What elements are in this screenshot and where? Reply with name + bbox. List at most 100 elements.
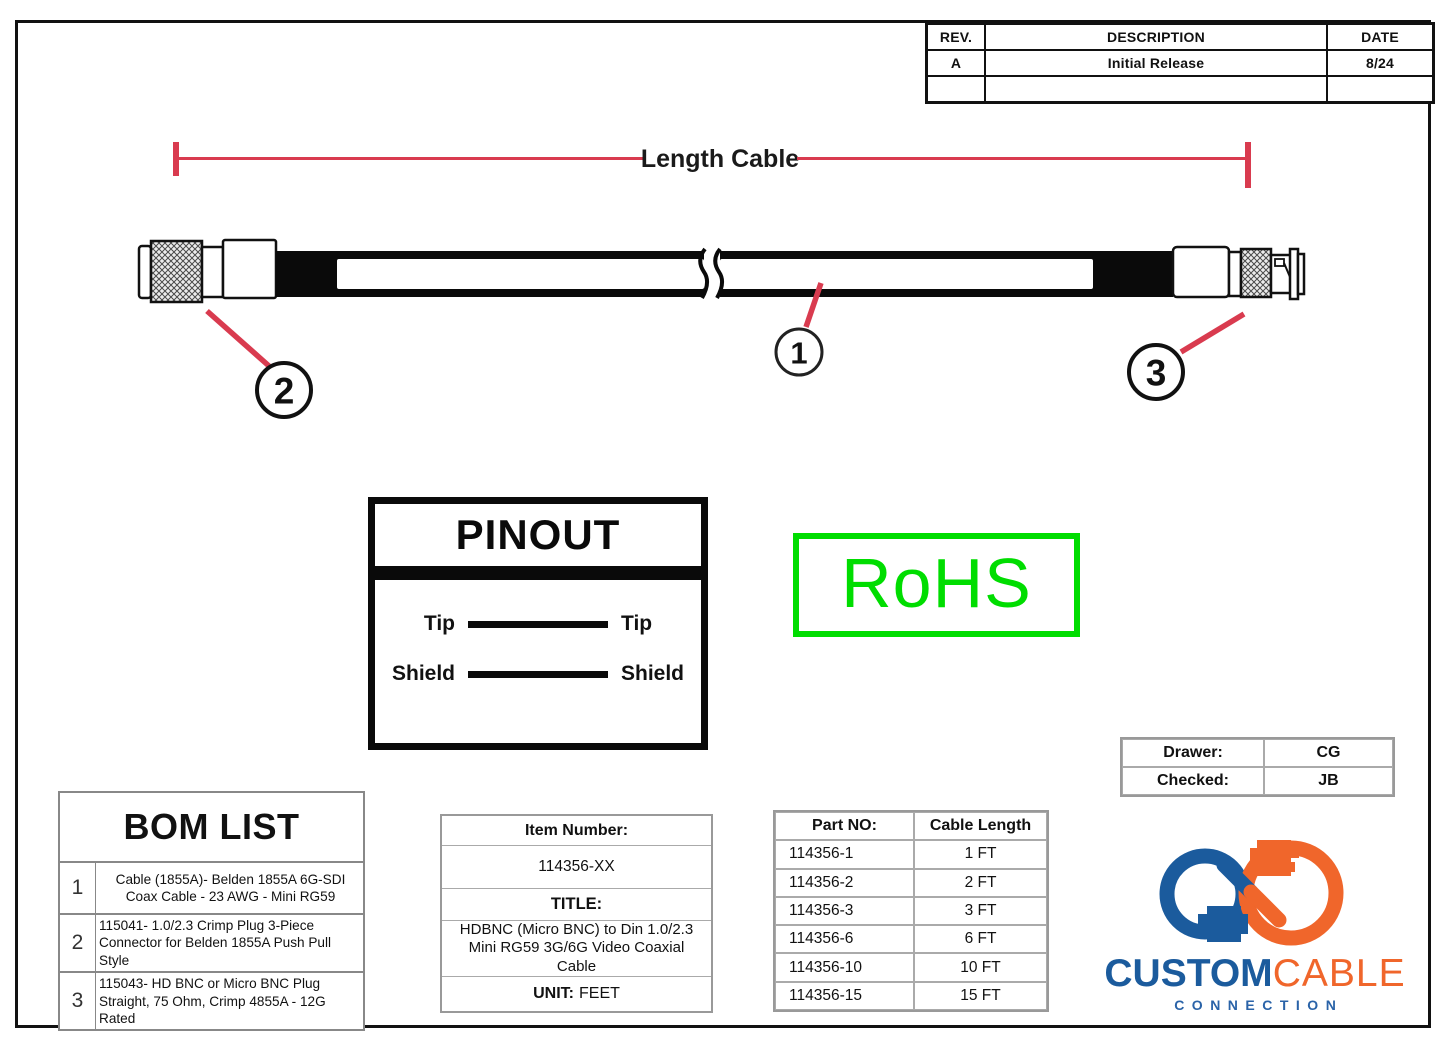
unit-label: UNIT: (533, 985, 574, 1002)
cable-length-header: Cable Length (914, 812, 1047, 841)
pinout-box: PINOUT Tip Tip Shield Shield (368, 497, 708, 750)
rohs-label: RoHS (841, 544, 1032, 622)
callout-2-number: 2 (274, 371, 295, 412)
company-logo: CUSTOM CABLE CONNECTION (1085, 834, 1425, 1022)
drawer-label: Drawer: (1122, 739, 1264, 767)
item-number-label: Item Number: (442, 816, 711, 846)
rev-row-description: Initial Release (985, 50, 1327, 76)
cable-length-cell: 15 FT (914, 981, 1047, 1011)
part-table-row: 114356-6 6 FT (775, 925, 1047, 954)
bom-item-2-description: 115041- 1.0/2.3 Crimp Plug 3-Piece Conne… (99, 918, 332, 968)
callout-3-circle (1127, 343, 1185, 401)
bnc-connector-drawing (1171, 245, 1306, 301)
sheet-border-frame (15, 20, 1431, 1028)
dimension-line-left (179, 157, 643, 160)
approval-table: Drawer: CG Checked: JB (1120, 737, 1395, 797)
item-number-value: 114356-XX (442, 846, 711, 889)
bom-item-3-description: 115043- HD BNC or Micro BNC Plug Straigh… (99, 976, 326, 1026)
leader-line-2 (205, 308, 271, 369)
rev-header-description: DESCRIPTION (985, 24, 1327, 50)
part-number-table: Part NO: Cable Length 114356-1 1 FT 1143… (773, 810, 1049, 1013)
pinout-row-shield: Shield Shield (375, 662, 701, 686)
revision-table: REV. DESCRIPTION DATE A Initial Release … (925, 22, 1435, 104)
callouts: 2 1 3 (255, 327, 1185, 419)
pinout-shield-wire (468, 670, 608, 678)
cable-length-cell: 10 FT (914, 953, 1047, 982)
rev-header-rev: REV. (927, 24, 985, 50)
pinout-shield-right-label: Shield (621, 662, 685, 685)
checked-label: Checked: (1122, 767, 1264, 795)
rev-header-date: DATE (1327, 24, 1433, 50)
item-unit-row: UNIT: FEET (442, 977, 711, 1011)
item-title-label: TITLE: (442, 889, 711, 921)
bnc-knurl (1239, 247, 1273, 299)
infinity-cable-icon (1159, 840, 1344, 946)
cable-length-cell: 3 FT (914, 896, 1047, 926)
rev-empty-rev (927, 76, 985, 102)
bom-item-1-description: Cable (1855A)- Belden 1855A 6G-SDI Coax … (115, 871, 346, 904)
bnc-flange-2 (1296, 252, 1306, 296)
logo-wordmark: CUSTOM CABLE (1104, 954, 1405, 993)
leader-line-3 (1179, 311, 1246, 355)
part-table-row: 114356-1 1 FT (775, 840, 1047, 869)
drawer-value: CG (1264, 739, 1393, 767)
bom-item-1-number: 1 (60, 863, 96, 913)
part-no-header: Part NO: (775, 812, 914, 841)
bom-row-2: 2 115041- 1.0/2.3 Crimp Plug 3-Piece Con… (60, 915, 363, 974)
din-connector-drawing (137, 238, 278, 304)
din-body (221, 238, 278, 300)
bom-item-2-number: 2 (60, 915, 96, 972)
part-no-cell: 114356-15 (775, 981, 914, 1011)
bnc-pin-detail (1274, 258, 1285, 267)
part-table-row: 114356-10 10 FT (775, 953, 1047, 982)
part-table-row: 114356-2 2 FT (775, 868, 1047, 897)
callout-1-number: 1 (790, 336, 807, 371)
bnc-body (1171, 245, 1231, 299)
item-info-box: Item Number: 114356-XX TITLE: HDBNC (Mic… (440, 814, 713, 1013)
leader-lines (205, 282, 1246, 369)
callout-2-circle (255, 361, 313, 419)
blue-plug-icon (1198, 906, 1248, 942)
dimension-tick-left (173, 142, 179, 176)
unit-value: FEET (579, 985, 620, 1002)
pinout-title: PINOUT (455, 511, 621, 558)
part-no-cell: 114356-6 (775, 925, 914, 954)
din-collar (200, 245, 225, 299)
bom-item-3-number: 3 (60, 973, 96, 1030)
part-no-cell: 114356-2 (775, 868, 914, 897)
din-knurl (149, 239, 204, 304)
callout-3-number: 3 (1146, 353, 1167, 394)
pinout-tip-right-label: Tip (621, 612, 653, 635)
rev-empty-date (1327, 76, 1433, 102)
pinout-shield-left-label: Shield (391, 662, 455, 685)
part-table-header: Part NO: Cable Length (775, 812, 1047, 841)
logo-word-cable: CABLE (1272, 952, 1406, 995)
dimension-line: Length Cable (173, 142, 1251, 188)
rev-row-date: 8/24 (1327, 50, 1433, 76)
pinout-tip-wire (468, 620, 608, 628)
part-no-cell: 114356-1 (775, 840, 914, 869)
leader-line-1 (803, 282, 824, 328)
bom-row-3: 3 115043- HD BNC or Micro BNC Plug Strai… (60, 973, 363, 1030)
item-title-value: HDBNC (Micro BNC) to Din 1.0/2.3 Mini RG… (442, 921, 711, 977)
checked-value: JB (1264, 767, 1393, 795)
cable-length-cell: 2 FT (914, 868, 1047, 897)
logo-word-connection: CONNECTION (1174, 997, 1344, 1013)
orange-plug-icon (1250, 840, 1299, 876)
bnc-collar (1227, 250, 1243, 298)
rev-row-rev: A (927, 50, 985, 76)
cable-length-cell: 6 FT (914, 925, 1047, 954)
pinout-tip-left-label: Tip (423, 612, 455, 635)
rev-empty-description (985, 76, 1327, 102)
din-tip (137, 244, 153, 300)
coax-cable-drawing (276, 247, 1173, 299)
part-no-cell: 114356-3 (775, 896, 914, 926)
logo-word-custom: CUSTOM (1104, 952, 1273, 995)
callout-1-circle (774, 327, 824, 377)
cable-break-right (713, 247, 724, 299)
length-cable-label: Length Cable (641, 145, 799, 173)
rohs-badge: RoHS (793, 533, 1080, 637)
pinout-row-tip: Tip Tip (375, 612, 701, 636)
part-no-cell: 114356-10 (775, 953, 914, 982)
